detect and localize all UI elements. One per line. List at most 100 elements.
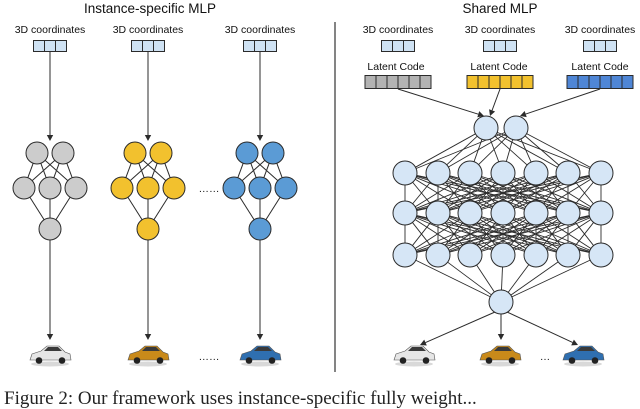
car-part [133,357,141,364]
mlp-node [261,141,285,165]
mlp-node [248,217,272,241]
car-render [29,345,72,367]
shared-edge [513,177,591,209]
shared-node [490,200,516,226]
mlp-edge [276,163,283,178]
mlp-edge [127,197,143,220]
car-render [127,345,170,367]
box-cell [403,40,415,52]
output-arrow [144,240,152,340]
box-cell [483,40,495,52]
car-part [239,345,282,361]
mlp-edge [164,163,171,178]
left-coord-label-1: 3D coordinates [15,24,86,36]
car-part [142,347,160,351]
left-coord-label-3: 3D coordinates [225,24,296,36]
box-cell [44,40,56,52]
car-part [494,347,512,351]
box-cell [505,40,517,52]
shared-node [392,242,418,268]
box-cell [419,75,432,89]
right-coord-label-1: 3D coordinates [363,24,434,36]
network-edges [27,51,602,346]
shared-edge [513,217,591,251]
shared-node [488,289,514,315]
right-coord-label-3: 3D coordinates [565,24,636,36]
box-cell [605,40,617,52]
car-part [393,345,436,361]
car-part [399,357,407,364]
box-cell [254,40,266,52]
output-arrow [46,240,54,340]
box-cell [477,75,490,89]
left-coord-box [33,40,67,52]
box-cell [243,40,255,52]
network-nodes [12,115,614,315]
car-render [562,345,605,367]
car-part [485,357,493,364]
car-part [479,345,522,361]
right-latent-label-1: Latent Code [367,61,424,73]
box-cell [33,40,45,52]
mlp-node [12,176,36,200]
figure-caption: Figure 2: Our framework uses instance-sp… [4,388,477,409]
shared-node [392,200,418,226]
car-part [591,357,599,364]
latent-code-box [566,75,634,89]
shared-edge [575,181,594,205]
shared-edge [501,266,503,291]
box-cell [588,75,601,89]
output-arrow [497,314,505,340]
shared-node [555,242,581,268]
box-cell [583,40,595,52]
shared-node [457,160,483,186]
output-arrow [506,311,578,346]
mlp-edge [66,163,73,178]
left-car-ellipsis: …… [199,351,220,363]
box-cell [381,40,393,52]
car-part [58,357,66,364]
box-cell [510,75,523,89]
latent-code-box [364,75,432,89]
shared-edge [505,139,514,162]
right-coord-box [583,40,617,52]
shared-edge [496,133,558,168]
box-cell [599,75,612,89]
box-cell [142,40,154,52]
mlp-node [149,141,173,165]
shared-node [490,160,516,186]
car-part [156,357,164,364]
latent-arrow [489,88,501,116]
shared-node [588,242,614,268]
output-arrow [256,240,264,340]
mlp-edge [265,197,281,220]
mlp-edge [151,163,158,178]
car-part [568,357,576,364]
shared-edge [494,135,528,166]
shared-edge [473,139,483,162]
box-cell [488,75,501,89]
car-part [29,345,72,361]
shared-edge [447,261,492,296]
mlp-node [38,176,62,200]
mlp-edge [241,159,266,182]
shared-edge [489,139,500,162]
shared-node [588,160,614,186]
input-boxes [33,40,634,89]
mlp-node [162,176,186,200]
shared-node [392,160,418,186]
shared-edge [507,264,530,293]
shared-edge [511,259,591,298]
output-cars [29,345,605,367]
mlp-node [64,176,88,200]
car-part [127,345,170,361]
box-cell [386,75,399,89]
shared-node [555,200,581,226]
shared-edge [545,219,592,249]
box-cell [408,75,421,89]
mlp-edge [153,197,169,220]
left-panel-title: Instance-specific MLP [84,1,216,16]
shared-edge [415,259,491,298]
output-arrow [420,311,496,346]
